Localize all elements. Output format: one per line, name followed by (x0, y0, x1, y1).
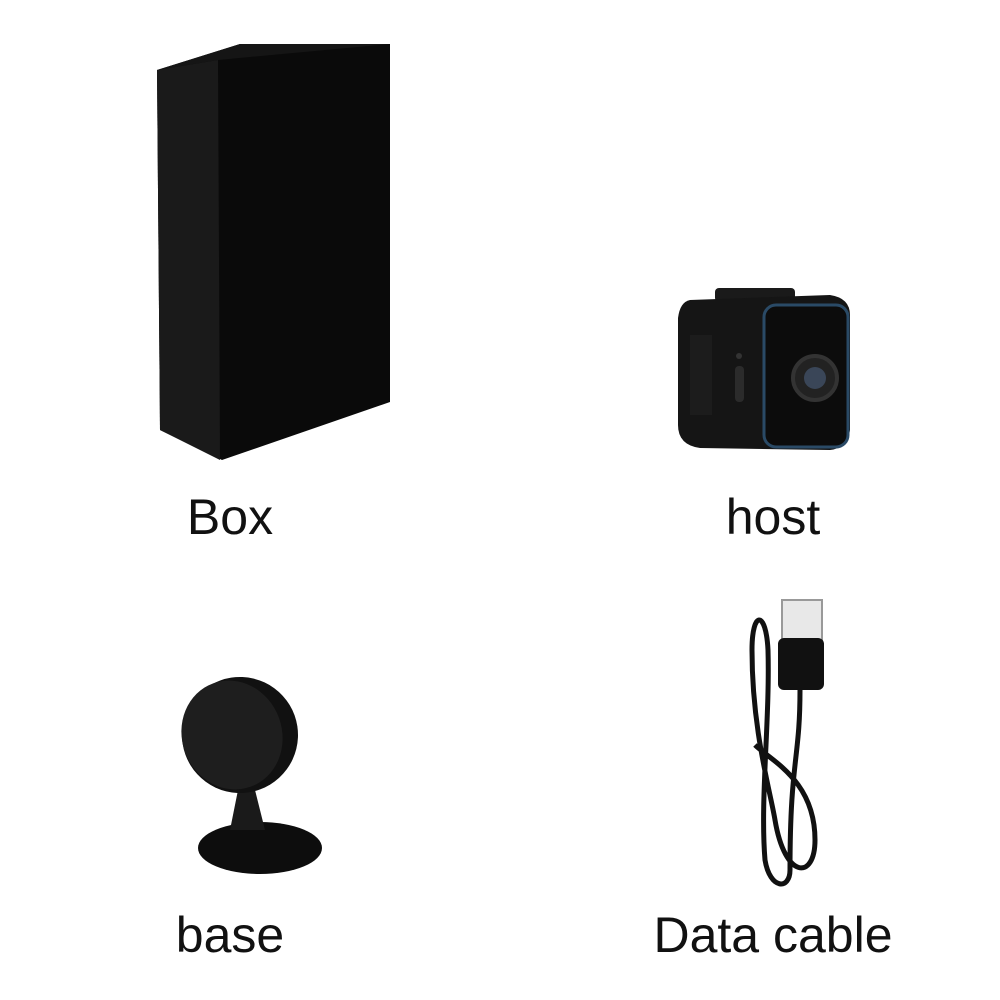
base-label: base (175, 907, 285, 963)
base-mount-image (181, 677, 322, 874)
host-label: host (725, 489, 821, 545)
box-label: Box (186, 489, 274, 545)
host-camera-image (678, 288, 850, 450)
data-cable-image (749, 599, 824, 887)
data-cable-label: Data cable (653, 907, 893, 963)
box-image (157, 44, 390, 460)
